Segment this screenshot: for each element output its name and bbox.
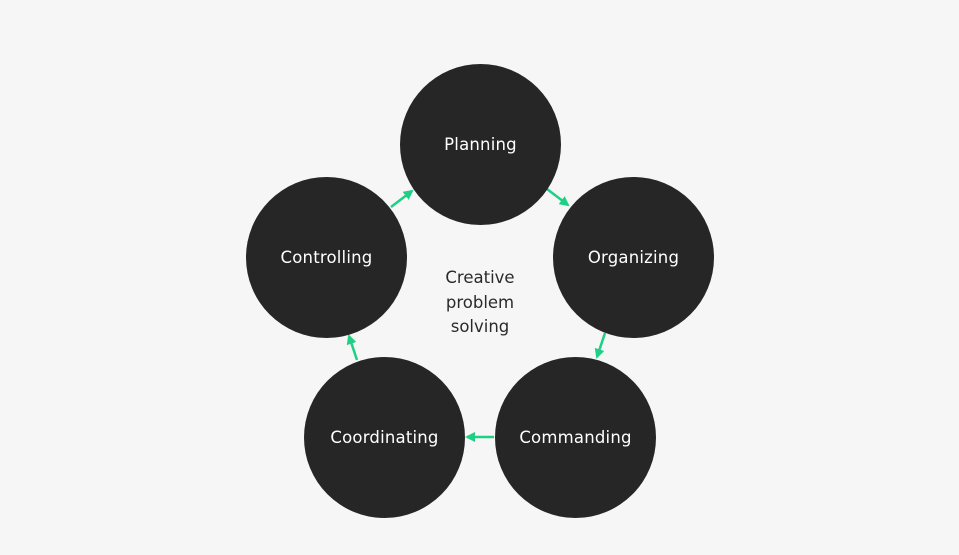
center-label-line-1: Creative (445, 268, 515, 287)
center-label: Creative problem solving (400, 266, 560, 340)
node-label-commanding: Commanding (519, 428, 632, 447)
node-organizing: Organizing (553, 177, 714, 338)
center-label-line-3: solving (450, 317, 510, 336)
node-coordinating: Coordinating (304, 357, 465, 518)
arrow-coordinating-to-controlling (346, 334, 359, 361)
arrow-organizing-to-commanding (594, 332, 607, 359)
center-label-line-2: problem (445, 292, 515, 312)
node-label-coordinating: Coordinating (330, 428, 439, 447)
node-label-organizing: Organizing (587, 248, 680, 267)
node-planning: Planning (400, 64, 561, 225)
node-label-controlling: Controlling (280, 248, 373, 267)
node-commanding: Commanding (495, 357, 656, 518)
arrow-controlling-to-planning (390, 189, 414, 208)
arrow-planning-to-organizing (546, 188, 570, 207)
node-label-planning: Planning (444, 135, 517, 154)
node-controlling: Controlling (246, 177, 407, 338)
